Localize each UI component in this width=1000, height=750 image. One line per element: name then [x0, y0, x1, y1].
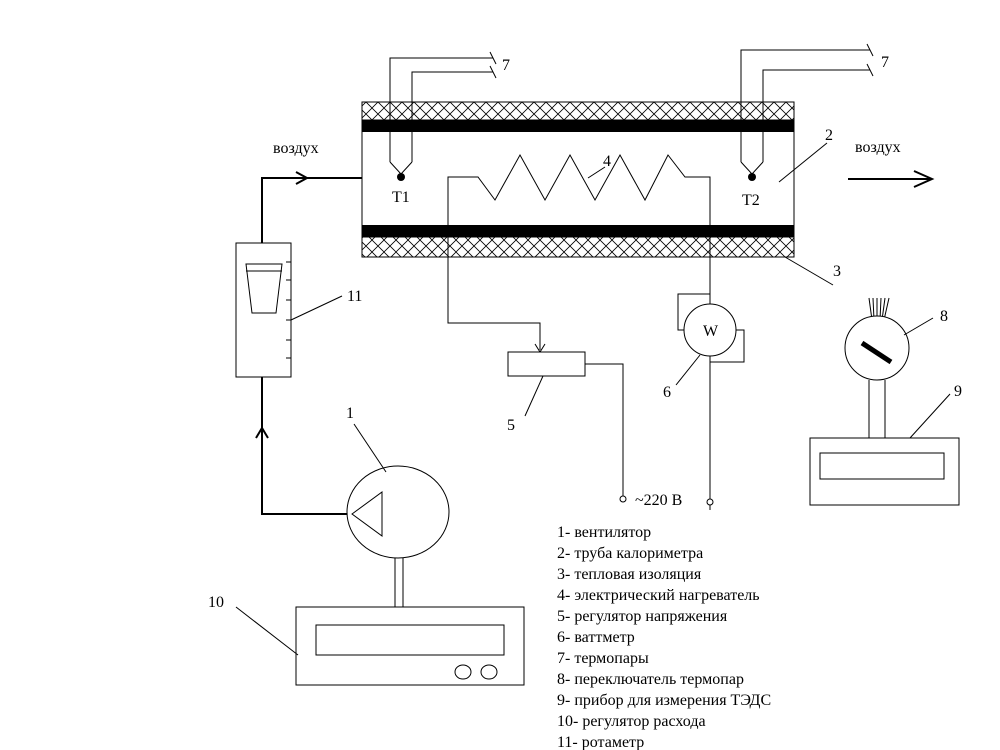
rotameter-scale [286, 261, 291, 359]
air-outlet-arrow-head [913, 170, 935, 188]
fan [346, 465, 450, 607]
label-voltage: ~220 В [635, 492, 682, 509]
legend-item-7: 7- термопары [557, 650, 649, 667]
label-10: 10 [208, 594, 224, 611]
leader-lines [235, 142, 951, 656]
flow-regulator [295, 606, 525, 686]
thermocouple-switch [844, 297, 910, 438]
supply-terminal-1 [619, 495, 627, 503]
air-inlet-pipe [261, 177, 362, 243]
insulation-bottom [361, 236, 795, 258]
calorimeter-tube [361, 101, 795, 258]
voltage-regulator [507, 351, 586, 377]
label-3: 3 [833, 263, 841, 280]
electric-heater [447, 153, 711, 510]
emf-meter [809, 437, 960, 506]
fan-impeller [351, 491, 383, 537]
label-9: 9 [954, 383, 962, 400]
label-1: 1 [346, 405, 354, 422]
label-air-in: воздух [273, 140, 319, 157]
label-8: 8 [940, 308, 948, 325]
legend-item-10: 10- регулятор расхода [557, 713, 706, 730]
switch-pointer [860, 340, 893, 365]
junction-t2 [748, 173, 756, 181]
fan-housing [346, 465, 450, 559]
emf-meter-display [819, 452, 945, 480]
tube-wall-top [362, 120, 794, 132]
rotameter [235, 242, 292, 378]
flow-regulator-knob-2 [480, 664, 498, 680]
legend: 1- вентилятор 2- труба калориметра 3- те… [557, 524, 771, 750]
rotameter-float [245, 263, 283, 314]
tube-wall-bottom [362, 225, 794, 237]
label-t1: T1 [392, 189, 410, 206]
label-7a: 7 [502, 57, 510, 74]
legend-item-9: 9- прибор для измерения ТЭДС [557, 692, 771, 709]
legend-item-8: 8- переключатель термопар [557, 671, 744, 688]
legend-item-11: 11- ротаметр [557, 734, 644, 750]
label-6: 6 [663, 384, 671, 401]
wattmeter-symbol: W [703, 323, 719, 340]
flow-regulator-knob-1 [454, 664, 472, 680]
switch-dial [844, 315, 910, 381]
label-4: 4 [603, 153, 611, 170]
label-t2: T2 [742, 192, 760, 209]
legend-item-6: 6- ваттметр [557, 629, 635, 646]
wattmeter: W [677, 293, 745, 363]
label-11: 11 [347, 288, 362, 305]
label-2: 2 [825, 127, 833, 144]
junction-t1 [397, 173, 405, 181]
label-5: 5 [507, 417, 515, 434]
flow-regulator-display [315, 624, 505, 656]
heater-to-regulator-wire [447, 316, 541, 350]
supply-terminal-2 [706, 498, 714, 506]
air-inlet-arrow [295, 171, 310, 185]
legend-item-3: 3- тепловая изоляция [557, 566, 702, 583]
thermocouple-t1 [389, 51, 497, 181]
legend-item-2: 2- труба калориметра [557, 545, 703, 562]
legend-item-1: 1- вентилятор [557, 524, 651, 541]
thermocouple-t2 [740, 43, 874, 181]
insulation-top [361, 101, 795, 121]
label-air-out: воздух [855, 139, 901, 156]
regulator-to-supply-wire [585, 363, 624, 496]
label-7b: 7 [881, 54, 889, 71]
upflow-arrow [255, 426, 269, 439]
legend-item-5: 5- регулятор напряжения [557, 608, 728, 625]
legend-item-4: 4- электрический нагреватель [557, 587, 760, 604]
fan-to-rotameter-pipe [261, 377, 352, 515]
